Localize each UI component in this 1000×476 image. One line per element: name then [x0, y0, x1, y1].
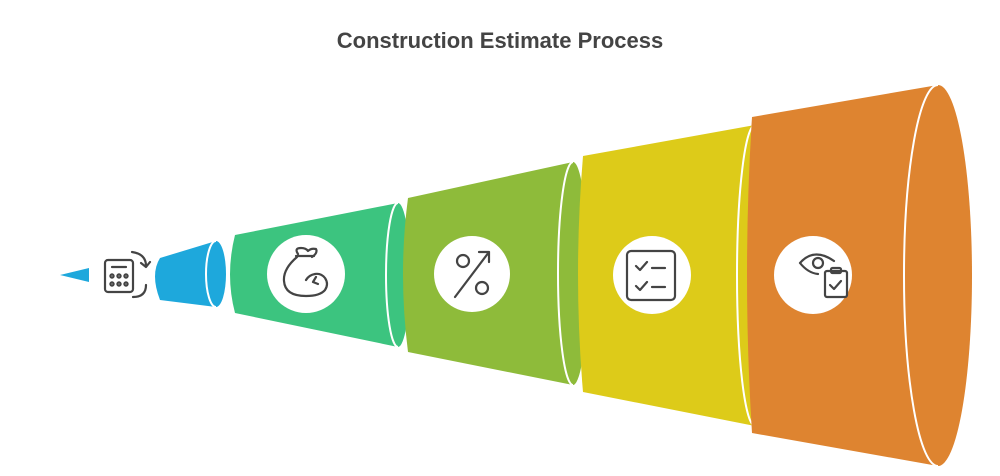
diagram-title: Construction Estimate Process [336, 28, 664, 53]
funnel-tip [60, 268, 89, 282]
segment-rim [736, 124, 756, 427]
money-bag-return-icon [267, 235, 345, 313]
segment-rim [205, 240, 217, 308]
funnel-segment-5 [747, 85, 972, 466]
segment-rim [557, 161, 574, 386]
eye-clipboard-check-icon [774, 236, 852, 314]
funnel-segment-1 [155, 241, 226, 307]
segment-rim [385, 202, 399, 348]
checklist-icon [613, 236, 691, 314]
percentage-icon [434, 236, 510, 312]
segment-rim [903, 84, 939, 467]
calculator-refresh-icon [103, 250, 152, 299]
